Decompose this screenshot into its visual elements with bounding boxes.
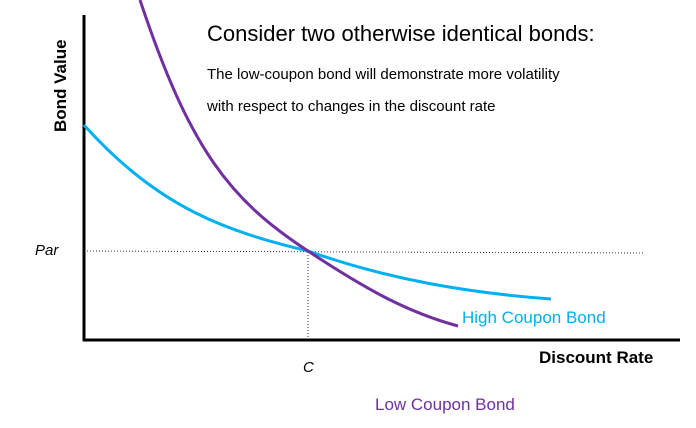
- high-coupon-bond-curve: [82, 123, 552, 301]
- subtext-line-2: with respect to changes in the discount …: [206, 98, 496, 115]
- c-tick-label: C: [303, 359, 314, 376]
- low-coupon-bond-label: Low Coupon Bond: [375, 395, 515, 414]
- subtext-line-1: The low-coupon bond will demonstrate mor…: [207, 66, 560, 83]
- par-reference-line: [83, 250, 644, 254]
- y-axis-label: Bond Value: [51, 39, 70, 132]
- heading: Consider two otherwise identical bonds:: [207, 21, 595, 46]
- par-tick-label: Par: [35, 242, 59, 259]
- high-coupon-bond-label: High Coupon Bond: [462, 308, 606, 327]
- x-axis-label: Discount Rate: [539, 348, 653, 367]
- low-coupon-bond-curve: [138, 0, 459, 328]
